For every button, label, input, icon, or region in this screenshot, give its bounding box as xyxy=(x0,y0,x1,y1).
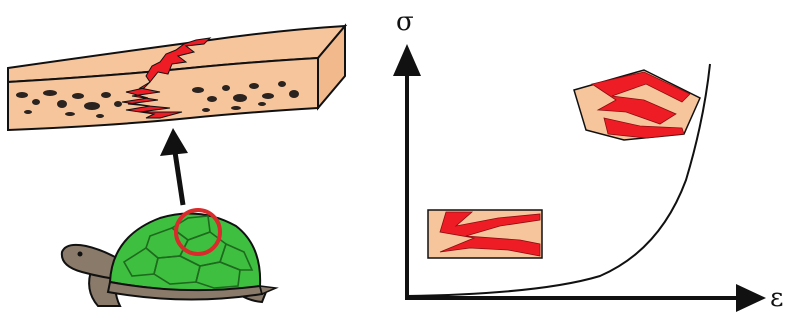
x-axis-label: ε xyxy=(770,283,783,313)
section-right-face xyxy=(317,23,346,111)
suture-top xyxy=(145,37,212,83)
stress-strain-curve xyxy=(406,63,711,297)
suture-inset-high-strain xyxy=(573,69,701,141)
tortoise-shell xyxy=(108,212,262,293)
suture-inset-low-strain xyxy=(427,209,543,259)
y-axis-label: σ xyxy=(396,7,414,37)
zoom-arrow xyxy=(160,128,188,206)
pores xyxy=(16,81,299,118)
x-axis-arrowhead xyxy=(736,284,766,312)
highlight-ring xyxy=(174,208,222,256)
shell-bone-section-icon xyxy=(7,23,348,132)
y-axis-arrowhead xyxy=(393,44,421,76)
suture-front xyxy=(121,81,183,119)
stress-strain-plot: σ ε xyxy=(393,7,783,313)
tortoise-icon xyxy=(60,212,279,307)
